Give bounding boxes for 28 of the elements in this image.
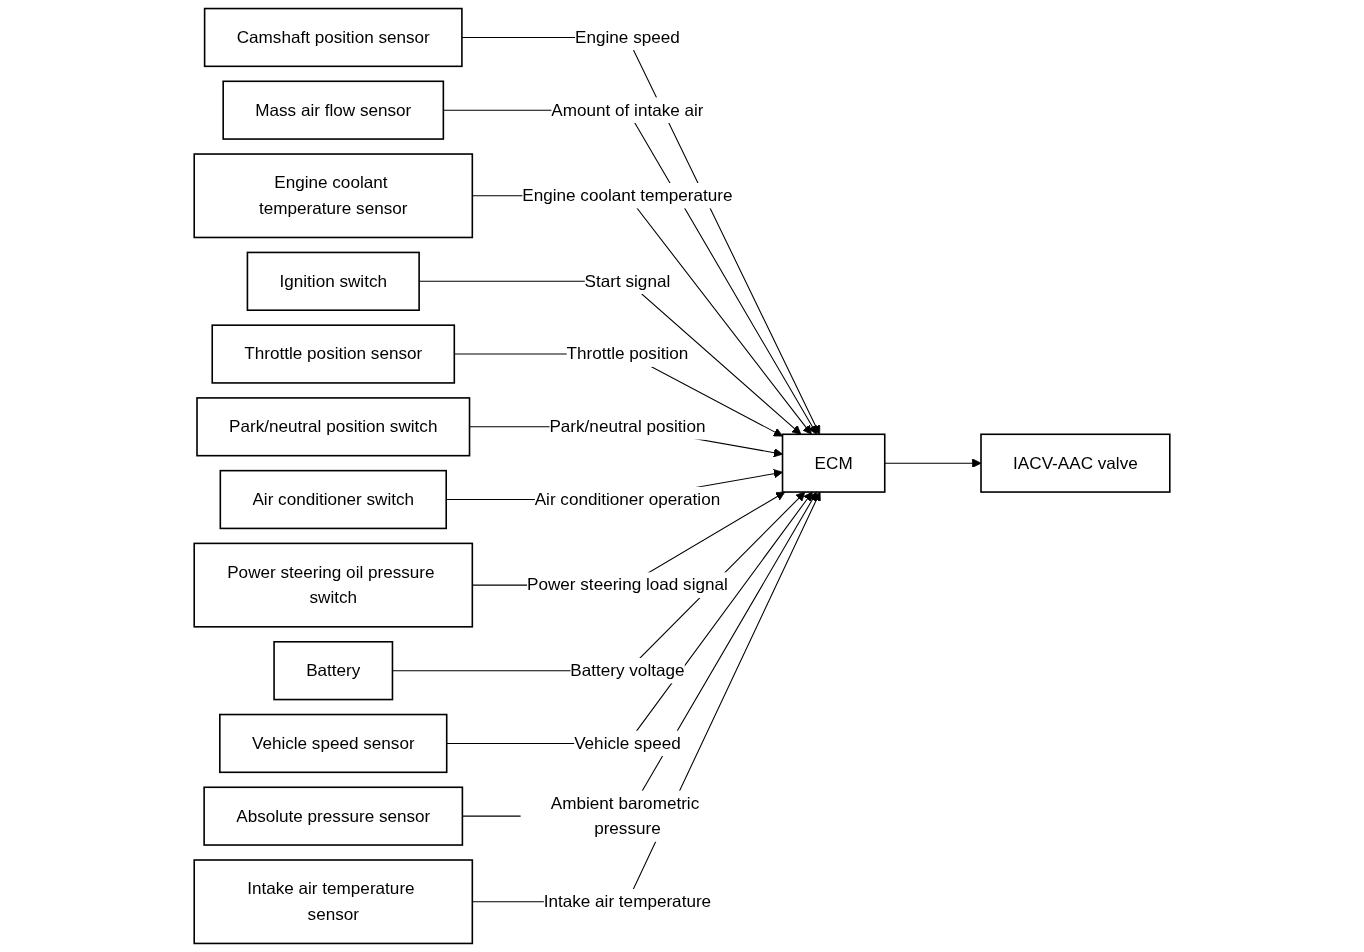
- edge-label: Engine coolant temperature: [522, 186, 733, 205]
- node-box: Mass air flow sensor: [222, 80, 445, 140]
- edge-label: Battery voltage: [570, 661, 685, 680]
- node-box: Park/neutral position switch: [196, 397, 471, 457]
- node-box: Air conditioner switch: [219, 469, 447, 530]
- edge-label: Throttle position: [566, 344, 689, 363]
- edge-label: Vehicle speed: [574, 733, 681, 752]
- node-box: Power steering oil pressure switch: [193, 542, 474, 628]
- node-box: Intake air temperature sensor: [193, 859, 474, 945]
- edge-label: Intake air temperature: [543, 892, 712, 911]
- node-box: Engine coolant temperature sensor: [193, 153, 474, 239]
- arrow: [461, 36, 821, 435]
- edge-label: Start signal: [584, 271, 671, 290]
- edge-label: Ambient barometric pressure: [550, 793, 700, 838]
- edge-label: Park/neutral position: [549, 417, 706, 436]
- edge-label: Air conditioner operation: [534, 489, 721, 509]
- node-box: Throttle position sensor: [211, 324, 456, 384]
- node-box: IACV-AAC valve: [980, 433, 1171, 493]
- node-box: Vehicle speed sensor: [219, 713, 448, 774]
- node-box: Absolute pressure sensor: [203, 786, 464, 846]
- arrow: [884, 458, 982, 468]
- edge-label: Power steering load signal: [527, 575, 728, 594]
- node-box: Ignition switch: [246, 251, 420, 311]
- node-box: Battery: [273, 641, 394, 701]
- edge-label: Amount of intake air: [551, 100, 704, 119]
- node-box: ECM: [781, 433, 886, 493]
- node-box: Camshaft position sensor: [203, 7, 463, 68]
- edge-label: Engine speed: [575, 27, 680, 46]
